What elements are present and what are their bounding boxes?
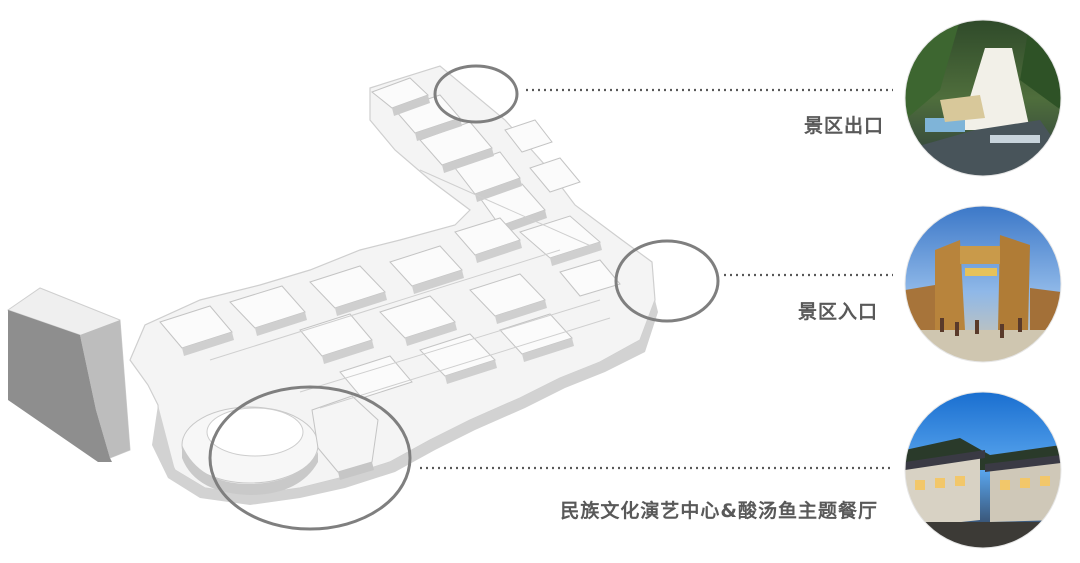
highlight-ring-center [208, 385, 412, 531]
restaurant-block-shadow [338, 462, 374, 480]
label-scenic-entrance: 景区入口 [797, 301, 878, 323]
photo-frame-exit [904, 19, 1062, 177]
left-tall-building-front [80, 320, 130, 458]
building-massing-model [6, 65, 658, 505]
street-rows [209, 169, 611, 409]
label-cultural-center-restaurant: 民族文化演艺中心&酸汤鱼主题餐厅 [560, 500, 878, 522]
north-wing-shadows [392, 95, 547, 234]
photo-frame-center [904, 391, 1062, 549]
photo-frame-entrance [904, 205, 1062, 363]
scenic-entrance-photo [905, 206, 1061, 362]
left-tall-building-side [8, 310, 112, 462]
cultural-center-restaurant-photo [905, 392, 1061, 548]
theatre-roof [206, 407, 304, 457]
central-band-shadows [182, 240, 602, 384]
label-scenic-exit: 景区出口 [803, 115, 884, 137]
scenic-exit-photo [905, 20, 1061, 176]
central-band-blocks [159, 215, 621, 399]
model-base-edge [152, 300, 658, 505]
highlight-ring-entrance [614, 239, 720, 323]
highlight-ring-exit [433, 64, 519, 124]
